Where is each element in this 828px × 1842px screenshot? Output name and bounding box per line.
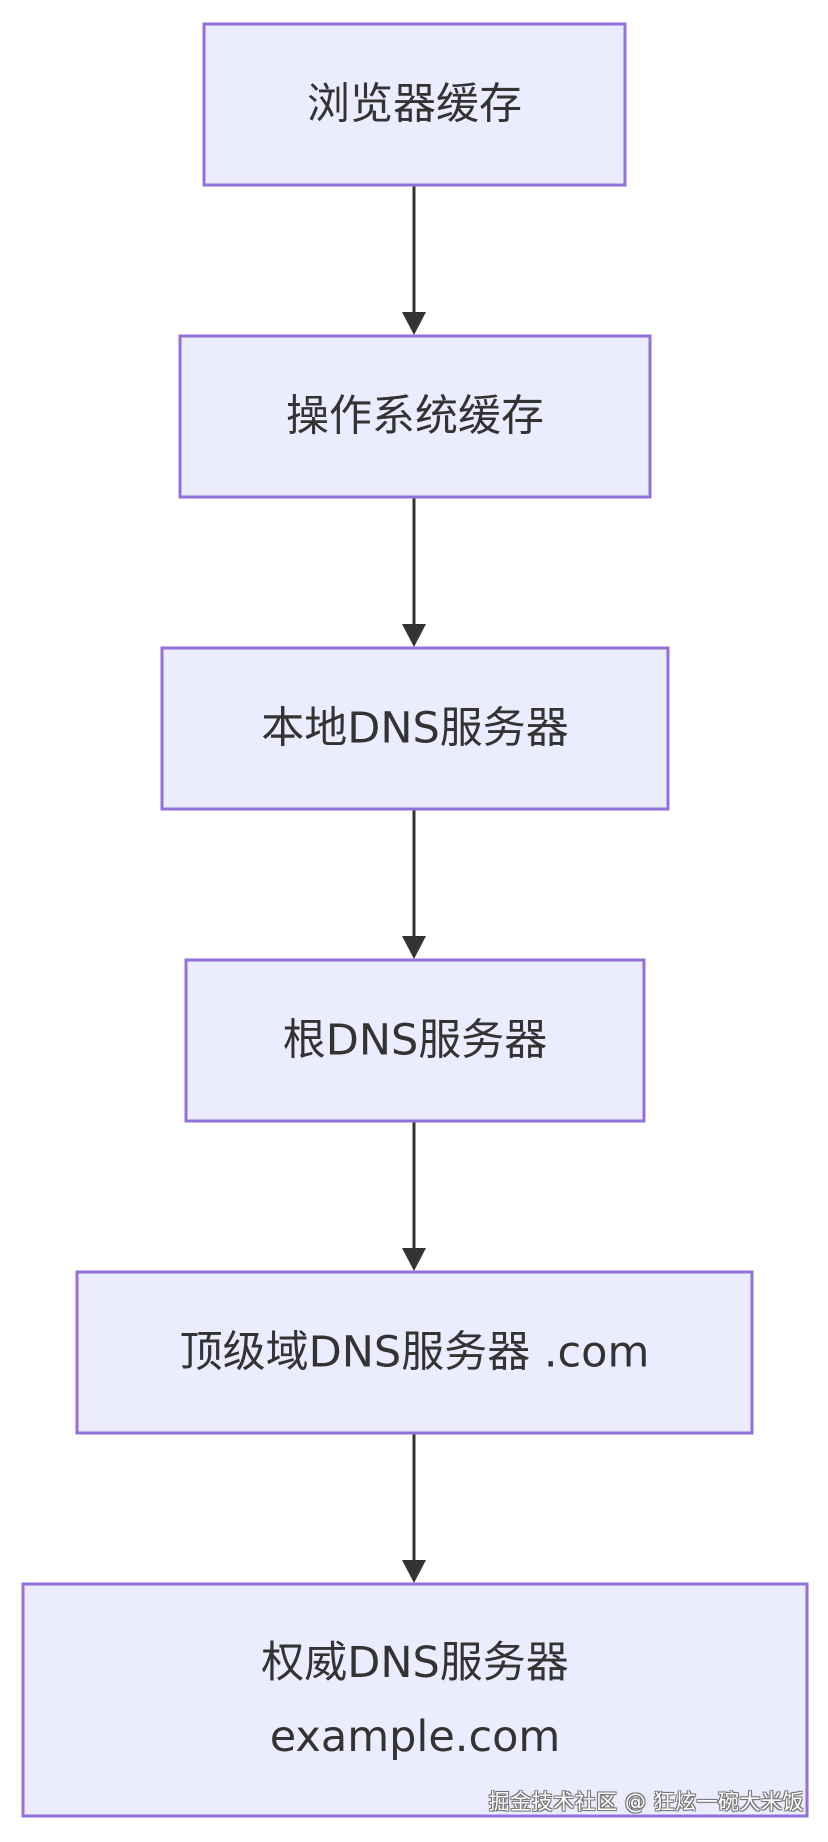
node-n2: 操作系统缓存 [178,334,652,499]
arrowhead [402,624,426,647]
node-box [202,22,627,187]
node-label: 权威DNS服务器 [261,1638,569,1688]
node-n4: 根DNS服务器 [184,958,646,1123]
edge-n1-n2 [402,185,426,335]
arrowhead [402,312,426,335]
node-label: 根DNS服务器 [283,1016,548,1066]
node-box [160,646,670,811]
arrowhead [402,1560,426,1583]
node-n3: 本地DNS服务器 [160,646,670,811]
node-n6: 权威DNS服务器 example.com [21,1582,809,1818]
node-n5: 顶级域DNS服务器 .com [75,1270,754,1435]
arrowhead [402,1248,426,1271]
node-label: example.com [270,1712,561,1762]
watermark: 掘金技术社区 @ 狂炫一碗大米饭 [488,1790,804,1814]
edge-n5-n6 [402,1433,426,1583]
node-label: 浏览器缓存 [307,80,522,130]
node-box [178,334,652,499]
edge-n4-n5 [402,1121,426,1271]
node-n1: 浏览器缓存 [202,22,627,187]
node-label: 顶级域DNS服务器 .com [180,1328,650,1378]
edge-n2-n3 [402,497,426,647]
edge-n3-n4 [402,809,426,959]
arrowhead [402,936,426,959]
node-box [184,958,646,1123]
node-label: 操作系统缓存 [286,392,544,442]
node-box [21,1582,809,1818]
node-box [75,1270,754,1435]
node-label: 本地DNS服务器 [261,704,569,754]
edges-layer [402,185,426,1583]
